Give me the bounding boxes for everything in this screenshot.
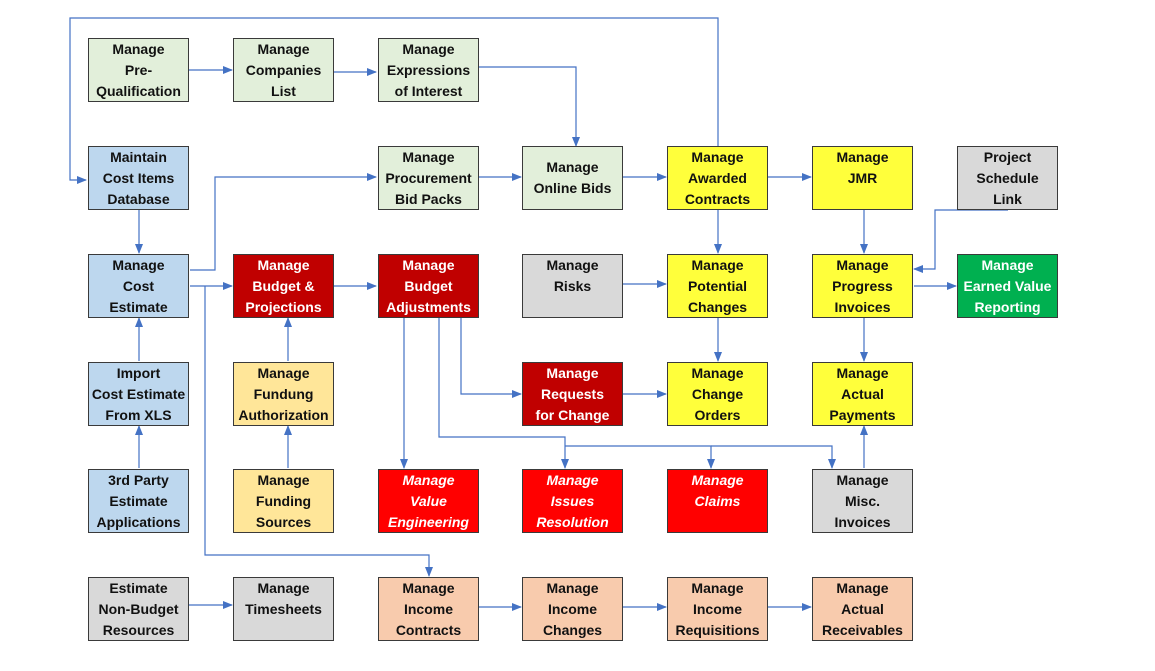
arrow-adjustments-to-rfc (460, 318, 522, 398)
arrow-expressions-to-online-bids (478, 66, 580, 147)
arrow-cost-estimate-to-bidpacks (190, 173, 377, 271)
arrow-cost-estimate-to-income-contracts (204, 286, 433, 577)
arrow-branch-to-claims (565, 445, 715, 469)
arrow-branch-to-misc (711, 445, 836, 469)
arrow-schedule-to-progress (913, 209, 1008, 273)
arrow-adjustments-to-issues (438, 318, 569, 469)
arrow-awarded-loop-to-cost-items (69, 17, 719, 184)
